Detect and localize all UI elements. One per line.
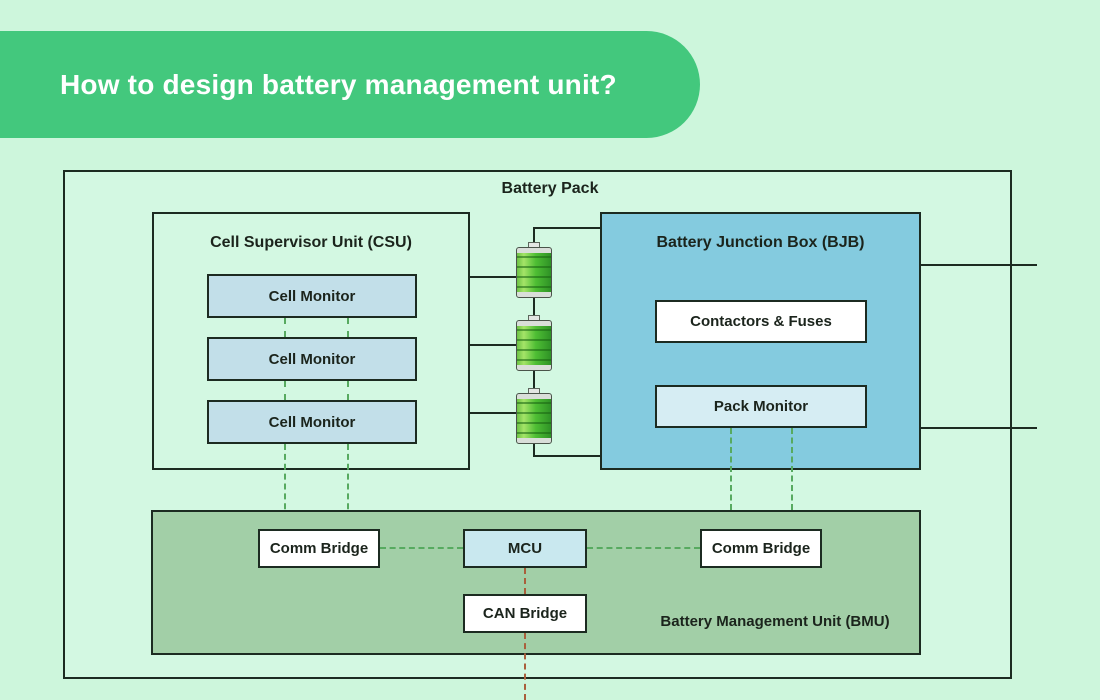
series-link-wire [533,298,535,316]
mcu-to-comm-bridge-connector [587,547,700,549]
bmu-label: Battery Management Unit (BMU) [660,613,890,630]
battery-cell-icon [516,242,552,298]
power-wire [533,227,535,243]
bjb-label: Battery Junction Box (BJB) [656,234,865,251]
daisy-chain-connector [347,318,349,337]
comm-bridge-right-box: Comm Bridge [700,529,822,568]
pack-monitor-to-comm-bridge-connector [730,428,732,529]
can-bus-connector [524,633,526,700]
pack-terminal-wire [919,427,1037,429]
csu-to-comm-bridge-connector [284,444,286,529]
comm-bridge-left-box: Comm Bridge [258,529,380,568]
sense-wire [470,276,518,278]
battery-pack-label: Battery Pack [501,180,599,197]
power-wire [533,455,602,457]
sense-wire [470,344,518,346]
battery-body-icon [516,393,552,444]
power-wire [533,444,535,457]
pack-monitor-box: Pack Monitor [655,385,867,428]
page-title: How to design battery management unit? [60,68,617,100]
cell-monitor-box: Cell Monitor [207,337,417,381]
cell-monitor-box: Cell Monitor [207,400,417,444]
cell-monitor-box: Cell Monitor [207,274,417,318]
daisy-chain-connector [284,318,286,337]
daisy-chain-connector [284,381,286,400]
title-banner: How to design battery management unit? [0,31,700,138]
csu-to-comm-bridge-connector [347,444,349,529]
battery-cell-icon [516,388,552,444]
battery-body-icon [516,247,552,298]
csu-label: Cell Supervisor Unit (CSU) [210,234,412,251]
pack-terminal-wire [919,264,1037,266]
mcu-box: MCU [463,529,587,568]
power-wire [533,227,602,229]
pack-monitor-to-comm-bridge-connector [791,428,793,529]
battery-body-icon [516,320,552,371]
daisy-chain-connector [347,381,349,400]
comm-bridge-to-mcu-connector [380,547,463,549]
can-bridge-box: CAN Bridge [463,594,587,633]
sense-wire [470,412,518,414]
battery-cell-icon [516,315,552,371]
contactors-fuses-box: Contactors & Fuses [655,300,867,343]
series-link-wire [533,371,535,389]
mcu-to-can-bridge-connector [524,568,526,594]
